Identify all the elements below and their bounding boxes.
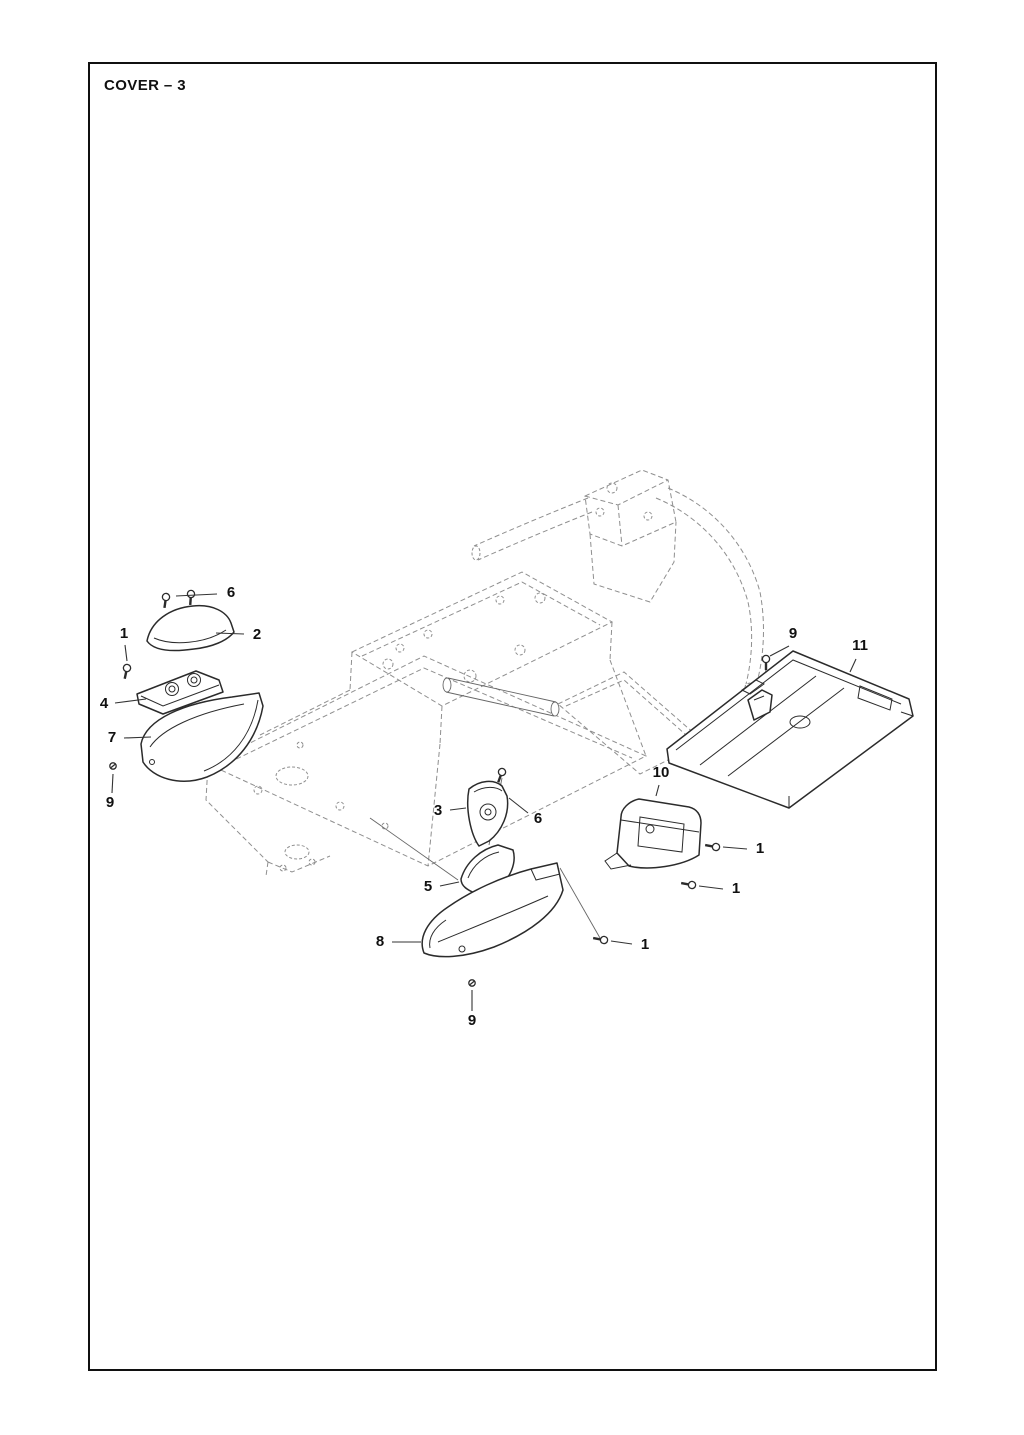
callout-1: 1: [722, 840, 764, 857]
callout-number: 7: [108, 729, 116, 746]
callout-10: 10: [653, 764, 670, 797]
callout-leader-line: [655, 784, 660, 797]
callout-1: 1: [610, 936, 649, 953]
diagram-title: COVER – 3: [104, 77, 186, 94]
callout-number: 1: [756, 840, 764, 857]
callout-number: 10: [653, 764, 670, 781]
bolt-icon: [679, 878, 698, 891]
callout-number: 11: [852, 637, 868, 654]
callout-number: 5: [424, 878, 432, 895]
bolt-icon: [159, 591, 172, 610]
bolt-icon: [761, 654, 771, 672]
callout-number: 6: [227, 584, 235, 601]
callout-number: 6: [534, 810, 542, 827]
callout-number: 4: [100, 695, 109, 712]
bolt-icon: [185, 588, 197, 607]
bolt-icon: [703, 840, 722, 853]
callout-1: 1: [698, 880, 740, 897]
callout-number: 9: [106, 794, 114, 811]
bolt-icon: [493, 766, 508, 785]
callout-leader-line: [449, 807, 467, 811]
callout-number: 9: [789, 625, 797, 642]
callout-7: 7: [108, 729, 152, 746]
callout-leader-line: [439, 881, 460, 887]
part-2-cover: [146, 604, 235, 652]
callout-leader-line: [849, 658, 857, 673]
callout-leader-line: [111, 773, 114, 794]
callout-number: 9: [468, 1012, 476, 1029]
callout-number: 1: [732, 880, 740, 897]
callout-11: 11: [849, 637, 868, 673]
callout-3: 3: [434, 802, 467, 819]
callout-leader-line: [698, 885, 724, 890]
bolt-icon: [119, 662, 133, 681]
part-3-bracket: [467, 780, 509, 847]
chassis-frame-art: [205, 469, 764, 877]
callout-leader-line: [114, 698, 147, 704]
callout-number: 8: [376, 933, 384, 950]
part-4-bracket: [136, 670, 224, 715]
callout-leader-line: [769, 645, 790, 657]
callout-number: 3: [434, 802, 442, 819]
callout-number: 2: [253, 626, 261, 643]
screw-icon: [468, 979, 476, 987]
callout-8: 8: [376, 933, 421, 950]
part-10-box-cover: [604, 798, 702, 870]
bolt-icon: [591, 933, 610, 946]
parts-layer: [136, 604, 914, 958]
callout-9: 9: [468, 990, 476, 1029]
screw-icon: [109, 762, 117, 770]
callout-leader-line: [610, 940, 633, 945]
projection-lines: [369, 665, 767, 939]
callout-number: 1: [120, 625, 128, 642]
callout-leader-line: [215, 632, 245, 635]
part-8-lower-cover: [421, 862, 564, 958]
callout-number: 1: [641, 936, 649, 953]
part-7-side-cover: [140, 692, 264, 782]
callout-9: 9: [106, 773, 114, 811]
callout-leader-line: [123, 736, 152, 739]
callout-1: 1: [120, 625, 128, 662]
callout-5: 5: [424, 878, 460, 895]
callout-leader-line: [124, 644, 128, 662]
cross-shaft-art: [442, 677, 560, 717]
part-11-floor-pan: [666, 650, 914, 809]
callout-leader-line: [722, 846, 748, 850]
callout-4: 4: [100, 695, 147, 712]
callout-2: 2: [215, 626, 261, 643]
callout-6: 6: [175, 584, 235, 601]
callout-9: 9: [769, 625, 797, 657]
callout-leader-line: [175, 593, 218, 597]
callout-leader-line: [508, 797, 529, 814]
callout-6: 6: [508, 797, 542, 827]
